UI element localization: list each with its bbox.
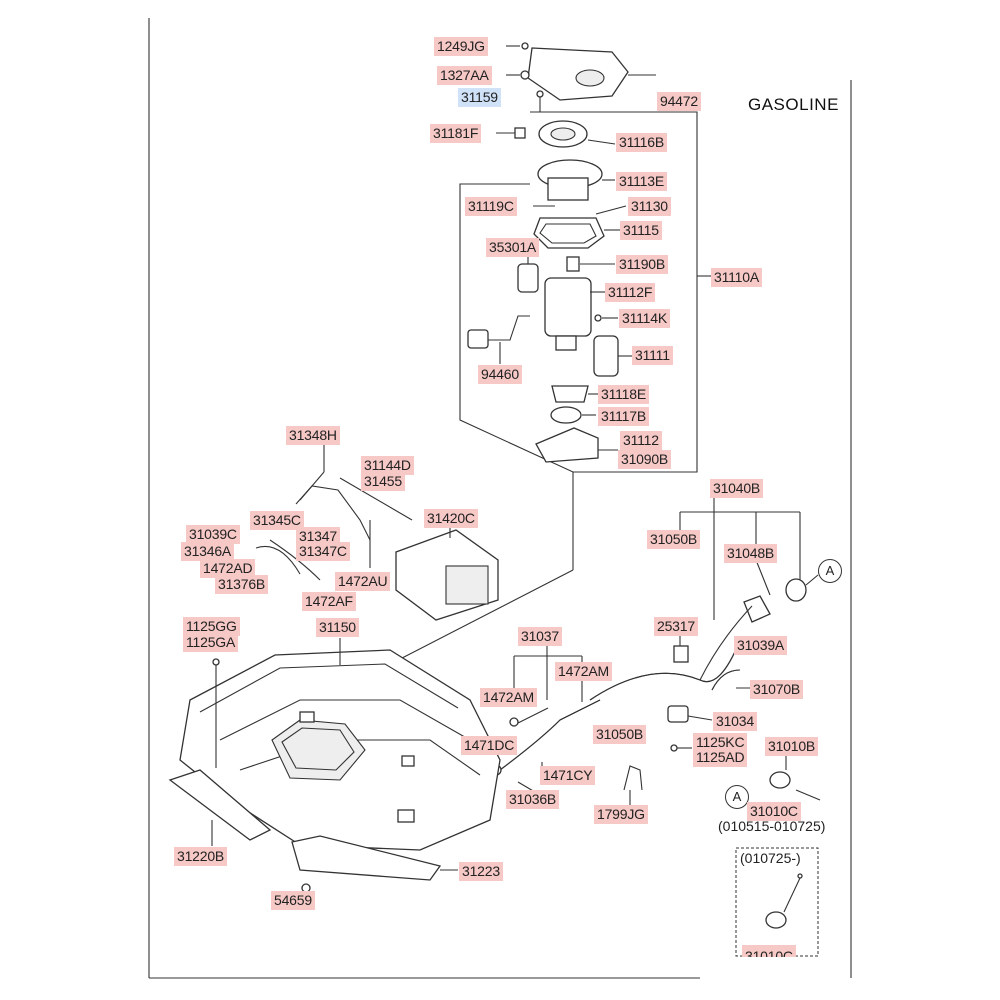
part-label[interactable]: 31347	[296, 527, 340, 546]
part-label[interactable]: 1125GG	[183, 617, 240, 636]
part-label[interactable]: 1472AM	[555, 662, 612, 681]
part-label[interactable]: 31037	[518, 627, 562, 646]
part-label[interactable]: 31112	[620, 431, 662, 450]
part-label[interactable]: 31036B	[506, 790, 560, 809]
part-label[interactable]: 31048B	[724, 544, 778, 563]
part-label[interactable]: 31050B	[593, 725, 647, 744]
part-label[interactable]: 31112F	[605, 283, 656, 302]
part-label[interactable]: 94460	[478, 365, 522, 384]
part-label[interactable]: 54659	[271, 891, 315, 910]
part-label[interactable]: 31347C	[296, 542, 350, 561]
engine-type-heading: GASOLINE	[748, 95, 839, 114]
part-label[interactable]: 31114K	[619, 309, 670, 328]
part-label[interactable]: 1472AD	[200, 559, 256, 578]
part-label[interactable]: 1125AD	[693, 748, 748, 767]
callout-a-bottom[interactable]: A	[725, 785, 749, 809]
part-label[interactable]: 31070B	[750, 680, 804, 699]
part-label[interactable]: 31220B	[174, 847, 228, 866]
part-label[interactable]: 31420C	[424, 509, 478, 528]
part-label[interactable]: 1799JG	[594, 805, 648, 824]
part-label[interactable]: 31113E	[616, 172, 667, 191]
part-label[interactable]: 1327AA	[437, 66, 492, 85]
part-label[interactable]: 31090B	[618, 450, 672, 469]
part-label[interactable]: 1472AF	[302, 592, 356, 611]
callout-a-top[interactable]: A	[818, 559, 842, 583]
part-label[interactable]: 31345C	[250, 511, 304, 530]
part-label-selected[interactable]: 31159	[458, 88, 501, 107]
part-label[interactable]: 31116B	[616, 133, 667, 152]
part-label[interactable]: 31010B	[765, 737, 819, 756]
part-label[interactable]: 31346A	[181, 542, 235, 561]
part-label[interactable]: 31130	[628, 197, 671, 216]
part-label[interactable]: 31034	[713, 712, 757, 731]
part-label[interactable]: 31110A	[711, 268, 762, 287]
date-range-label: (010515-010725)	[718, 818, 826, 834]
part-label[interactable]: 31111	[632, 346, 673, 365]
part-label[interactable]: 1472AM	[480, 688, 537, 707]
part-label[interactable]: 31144D	[361, 456, 414, 475]
part-label[interactable]: 31223	[459, 862, 503, 881]
part-label[interactable]: 35301A	[486, 238, 540, 257]
part-label[interactable]: 31115	[620, 221, 662, 240]
part-label[interactable]: 31119C	[465, 197, 517, 216]
part-label[interactable]: 31010C	[742, 945, 796, 957]
part-label[interactable]: 1249JG	[434, 37, 488, 56]
part-label[interactable]: 1471DC	[461, 736, 518, 755]
part-label[interactable]: 1125KC	[693, 733, 748, 752]
part-label[interactable]: 31117B	[598, 407, 649, 426]
part-label[interactable]: 25317	[654, 617, 698, 636]
part-label[interactable]: 31118E	[598, 385, 649, 404]
part-label[interactable]: 1125GA	[183, 633, 239, 652]
part-label[interactable]: 31348H	[286, 426, 340, 445]
part-label[interactable]: 31150	[316, 618, 359, 637]
part-label[interactable]: 1472AU	[335, 572, 391, 591]
part-label[interactable]: 1471CY	[540, 766, 596, 785]
part-label[interactable]: 31181F	[430, 124, 482, 143]
part-label[interactable]: 31040B	[710, 479, 764, 498]
part-label[interactable]: 31010C	[747, 802, 801, 821]
part-label[interactable]: 31050B	[647, 530, 701, 549]
part-label[interactable]: 94472	[657, 92, 701, 111]
part-label[interactable]: 31455	[361, 472, 405, 491]
part-label[interactable]: 31039C	[186, 525, 240, 544]
part-label[interactable]: 31039A	[734, 636, 788, 655]
part-label[interactable]: 31190B	[616, 255, 669, 274]
part-label[interactable]: 31376B	[215, 575, 269, 594]
date-range-label: (010725-)	[740, 850, 801, 866]
